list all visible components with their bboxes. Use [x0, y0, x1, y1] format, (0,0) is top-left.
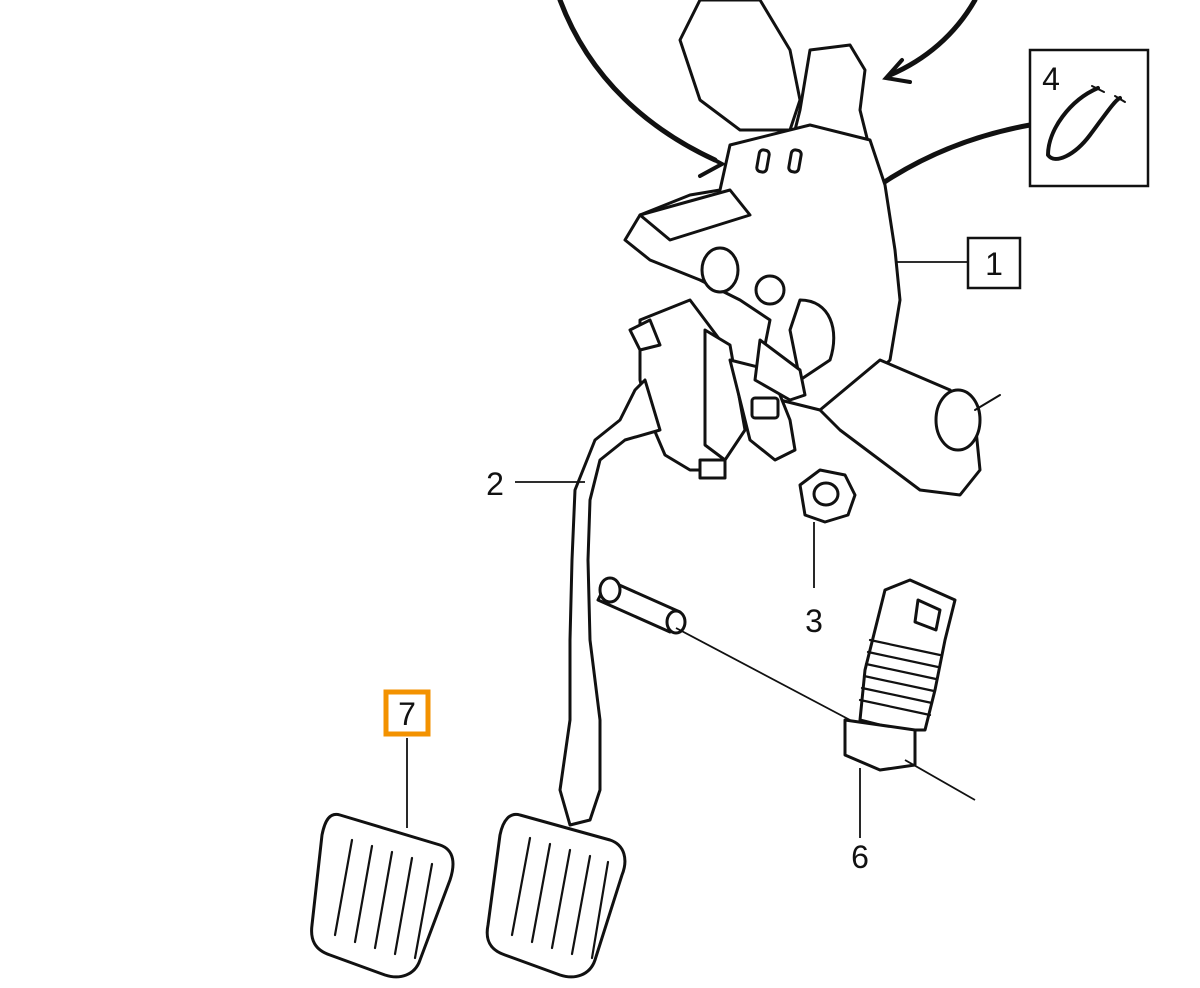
callout-2-label: 2 [486, 466, 504, 502]
pedal-bracket [623, 0, 1001, 497]
pushrod-spring [843, 578, 976, 801]
callout-3[interactable]: 3 [805, 603, 823, 639]
callout-1[interactable]: 1 [966, 236, 1022, 290]
pedal-arm [558, 298, 807, 827]
callout-1-label: 1 [985, 246, 1003, 282]
callout-6[interactable]: 6 [851, 839, 869, 875]
clip-inset [1028, 48, 1150, 188]
callout-7-highlighted[interactable]: 7 [383, 689, 431, 737]
pivot-pin [596, 576, 851, 721]
callout-3-label: 3 [805, 603, 823, 639]
callout-4[interactable]: 4 [1042, 61, 1060, 97]
callout-7-label: 7 [398, 696, 416, 732]
callout-leaders [406, 261, 968, 838]
callout-6-label: 6 [851, 839, 869, 875]
callout-4-label: 4 [1042, 61, 1060, 97]
brake-pedal-pad [485, 812, 627, 979]
clutch-pedal-pad [310, 812, 455, 979]
flange-nut [798, 468, 857, 524]
callout-2[interactable]: 2 [486, 466, 504, 502]
